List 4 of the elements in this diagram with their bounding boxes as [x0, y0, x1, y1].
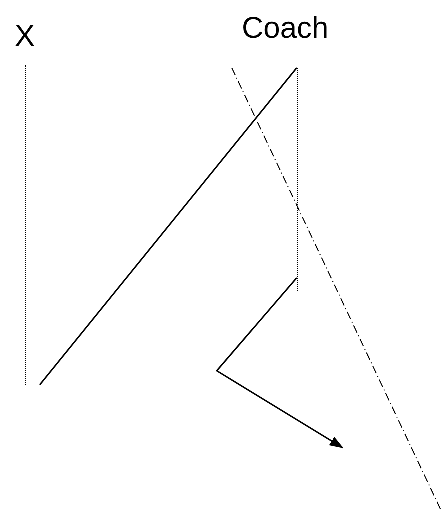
participant-name: Coach — [242, 14, 328, 44]
connector-line — [39, 68, 298, 386]
arrow — [216, 278, 344, 449]
participant-name: X — [14, 22, 36, 52]
